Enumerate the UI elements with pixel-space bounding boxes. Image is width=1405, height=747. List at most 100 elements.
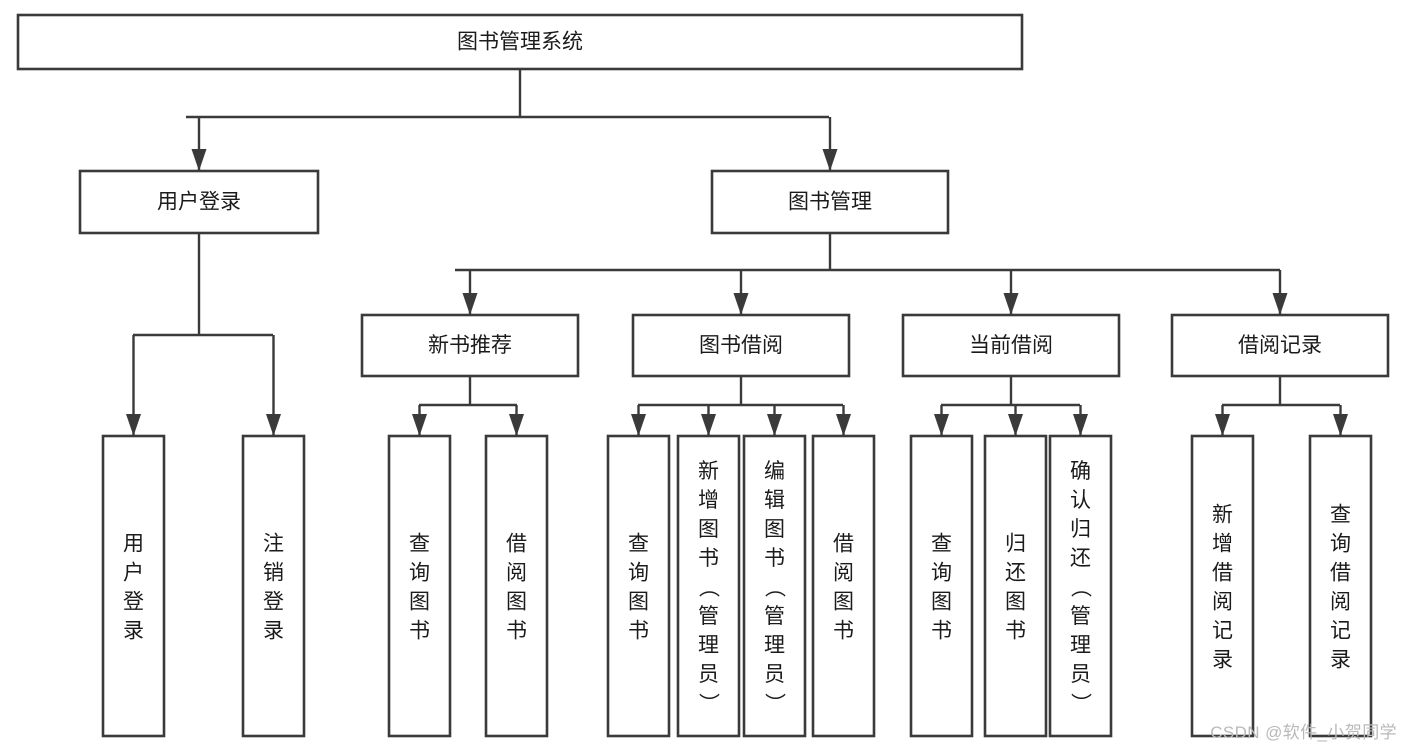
arrow-head-icon	[126, 414, 141, 436]
node-label-char: 书	[833, 620, 854, 643]
node-label: 当前借阅	[969, 334, 1053, 357]
node-box[interactable]	[901, 313, 1121, 378]
node-box[interactable]	[983, 434, 1048, 738]
node-label-char: 借	[506, 533, 527, 556]
arrow-head-icon	[767, 414, 782, 436]
node-box[interactable]	[78, 169, 320, 235]
node-label-char: 图	[698, 518, 719, 541]
arrow-head-icon	[822, 149, 838, 171]
node-level2-0[interactable]: 用户登录	[78, 169, 320, 235]
node-box[interactable]	[484, 434, 549, 738]
arrow-head-icon	[836, 414, 851, 436]
node-label-char: 书	[506, 620, 527, 643]
node-label-char: 图	[409, 591, 430, 614]
node-label-char: 查	[1330, 504, 1351, 527]
node-label-char: 用	[123, 533, 144, 556]
node-level2-1[interactable]: 图书管理	[710, 169, 950, 235]
node-box[interactable]	[909, 434, 974, 738]
node-layer: 图书管理系统用户登录图书管理新书推荐图书借阅当前借阅借阅记录用户登录注销登录查询…	[16, 13, 1390, 738]
node-label-char: 查	[931, 533, 952, 556]
node-label-char: 管	[1070, 605, 1091, 628]
arrow-head-icon	[1003, 293, 1019, 315]
node-label-char: 书	[1005, 620, 1026, 643]
node-level3-2[interactable]: 当前借阅	[901, 313, 1121, 378]
node-label-char: 管	[764, 605, 785, 628]
node-root-0[interactable]: 图书管理系统	[16, 13, 1024, 71]
node-label-char: 阅	[1212, 591, 1233, 614]
node-label-char: 确	[1070, 460, 1091, 483]
node-label-char: 书	[931, 620, 952, 643]
node-label-char: 理	[764, 634, 785, 657]
node-label-char: 图	[764, 518, 785, 541]
node-label-char: 书	[409, 620, 430, 643]
node-label: 用户登录	[157, 191, 241, 214]
node-label: 新书推荐	[428, 334, 512, 357]
node-box[interactable]	[811, 434, 876, 738]
node-label-char: 登	[123, 591, 144, 614]
node-label-char: 图	[931, 591, 952, 614]
arrow-head-icon	[733, 293, 749, 315]
arrow-head-icon	[509, 414, 524, 436]
node-box[interactable]	[101, 434, 166, 738]
node-box[interactable]	[1170, 313, 1390, 378]
node-level3-1[interactable]: 图书借阅	[631, 313, 851, 378]
node-label-char: 管	[698, 605, 719, 628]
node-box[interactable]	[241, 434, 306, 738]
node-box[interactable]	[360, 313, 580, 378]
node-box[interactable]	[1308, 434, 1373, 738]
node-label-char: 图	[506, 591, 527, 614]
node-label-char: 询	[628, 562, 649, 585]
node-box[interactable]	[606, 434, 671, 738]
node-label-char: （	[1069, 577, 1092, 598]
node-box[interactable]	[1048, 434, 1113, 738]
node-label-char: 录	[123, 620, 144, 643]
node-box[interactable]	[631, 313, 851, 378]
node-leaf-0[interactable]: 用户登录	[101, 434, 166, 738]
node-label-char: 记	[1212, 620, 1233, 643]
node-label-char: ）	[697, 693, 720, 714]
arrow-head-icon	[412, 414, 427, 436]
arrow-head-icon	[266, 414, 281, 436]
node-level3-0[interactable]: 新书推荐	[360, 313, 580, 378]
node-label-char: 借	[833, 533, 854, 556]
node-label-char: 查	[409, 533, 430, 556]
node-level3-3[interactable]: 借阅记录	[1170, 313, 1390, 378]
node-box[interactable]	[387, 434, 452, 738]
node-label: 借阅记录	[1238, 334, 1322, 357]
node-label: 图书管理系统	[457, 31, 583, 54]
node-label-char: 理	[1070, 634, 1091, 657]
node-label-char: 还	[1005, 562, 1026, 585]
arrow-head-icon	[191, 149, 207, 171]
node-box[interactable]	[1190, 434, 1255, 738]
arrow-head-icon	[462, 293, 478, 315]
node-label-char: 借	[1212, 562, 1233, 585]
node-label-char: 还	[1070, 547, 1091, 570]
node-label-char: 询	[931, 562, 952, 585]
node-box[interactable]	[742, 434, 807, 738]
node-label-char: 编	[764, 460, 785, 483]
node-label-char: 阅	[506, 562, 527, 585]
node-label-char: 注	[263, 533, 284, 556]
node-label-char: 认	[1070, 489, 1091, 512]
connector-layer	[126, 69, 1348, 436]
node-label-char: 借	[1330, 562, 1351, 585]
node-box[interactable]	[710, 169, 950, 235]
node-label-char: 登	[263, 591, 284, 614]
node-label-char: 阅	[1330, 591, 1351, 614]
node-box[interactable]	[16, 13, 1024, 71]
node-box[interactable]	[676, 434, 741, 738]
